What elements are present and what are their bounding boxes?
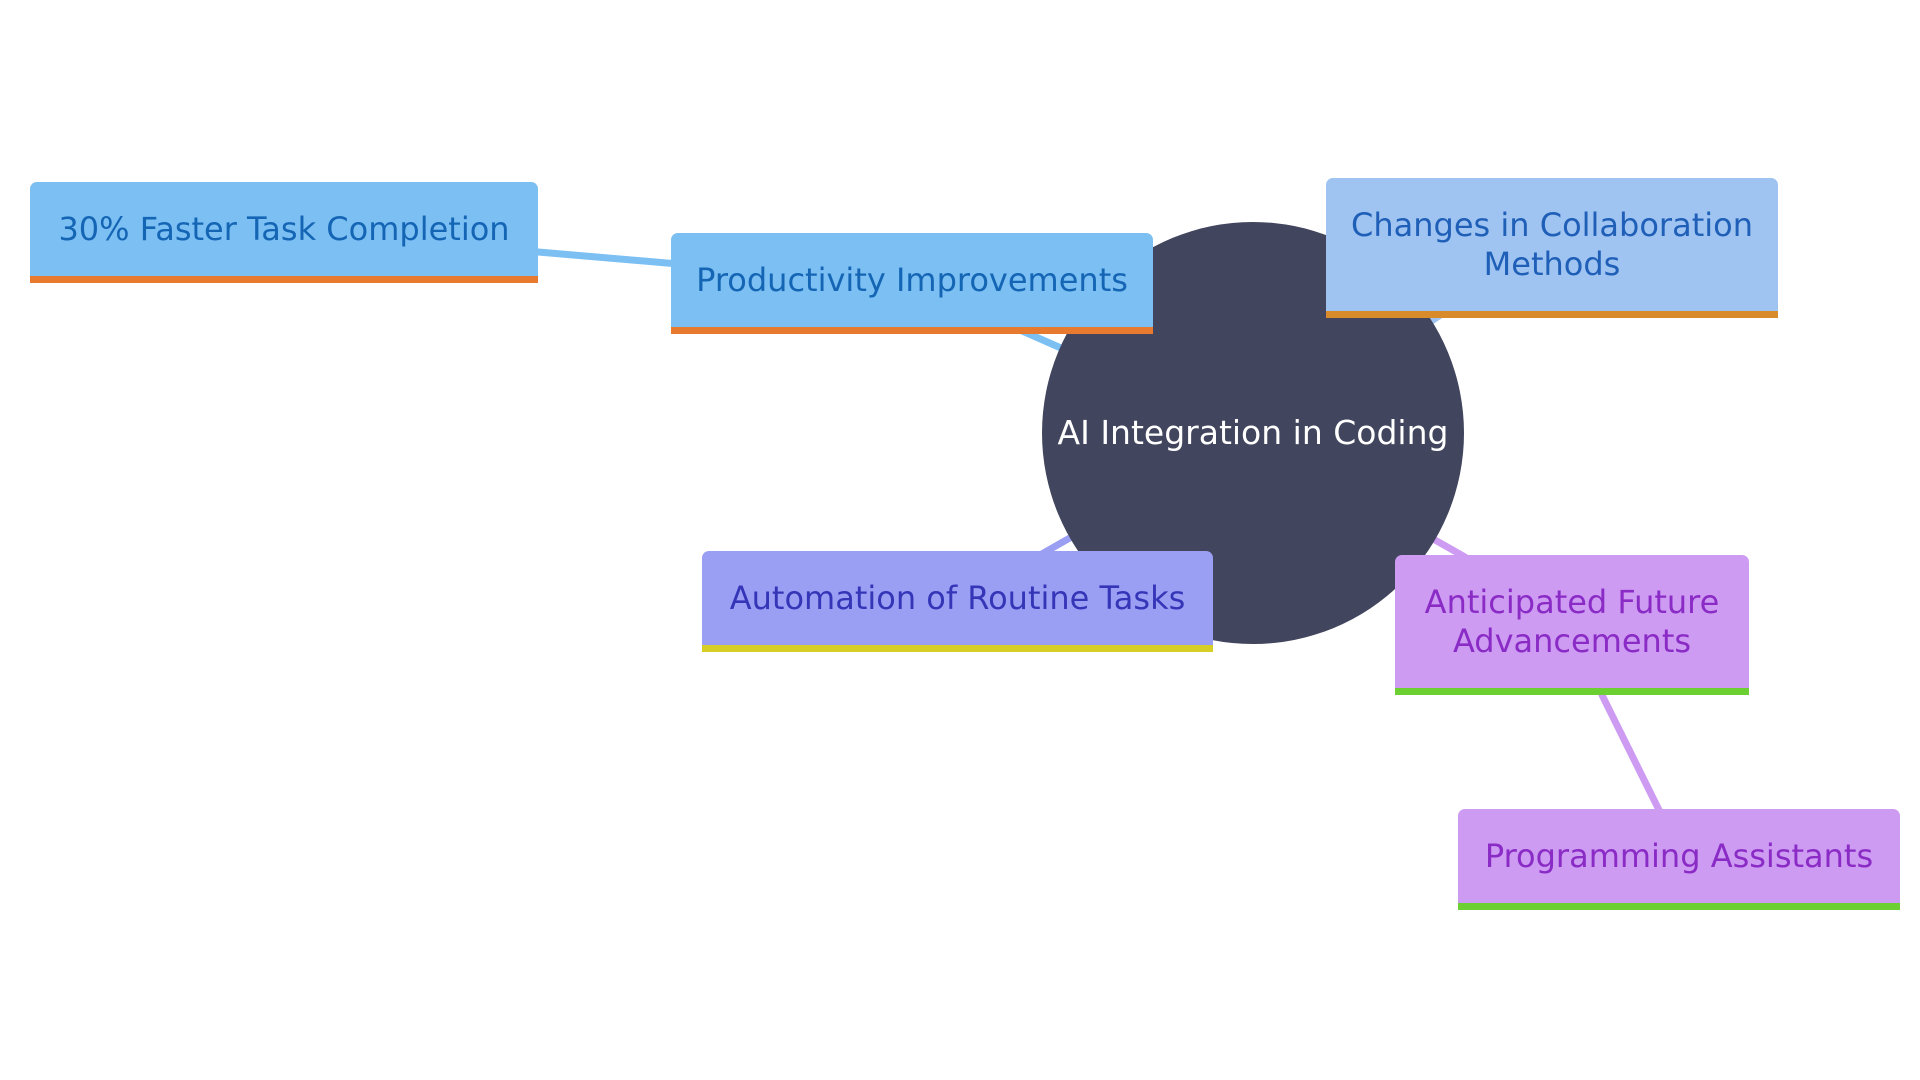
node-label: Anticipated Future Advancements bbox=[1424, 583, 1720, 660]
edge-center-future bbox=[1431, 536, 1469, 561]
node-future-advancements: Anticipated Future Advancements bbox=[1395, 555, 1749, 695]
node-automation-routine-tasks: Automation of Routine Tasks bbox=[702, 551, 1213, 652]
edge-future-assistants bbox=[1598, 691, 1664, 816]
edge-productivity-faster bbox=[534, 248, 694, 269]
node-faster-task-completion: 30% Faster Task Completion bbox=[30, 182, 538, 283]
node-label: Programming Assistants bbox=[1484, 836, 1874, 875]
node-collaboration-methods: Changes in Collaboration Methods bbox=[1326, 178, 1778, 318]
node-label: Changes in Collaboration Methods bbox=[1351, 206, 1753, 283]
node-label: Automation of Routine Tasks bbox=[729, 578, 1186, 617]
node-label: 30% Faster Task Completion bbox=[58, 209, 510, 248]
node-productivity-improvements: Productivity Improvements bbox=[671, 233, 1153, 334]
center-node-label: AI Integration in Coding bbox=[1057, 413, 1449, 453]
node-programming-assistants: Programming Assistants bbox=[1458, 809, 1900, 910]
node-label: Productivity Improvements bbox=[696, 260, 1128, 299]
